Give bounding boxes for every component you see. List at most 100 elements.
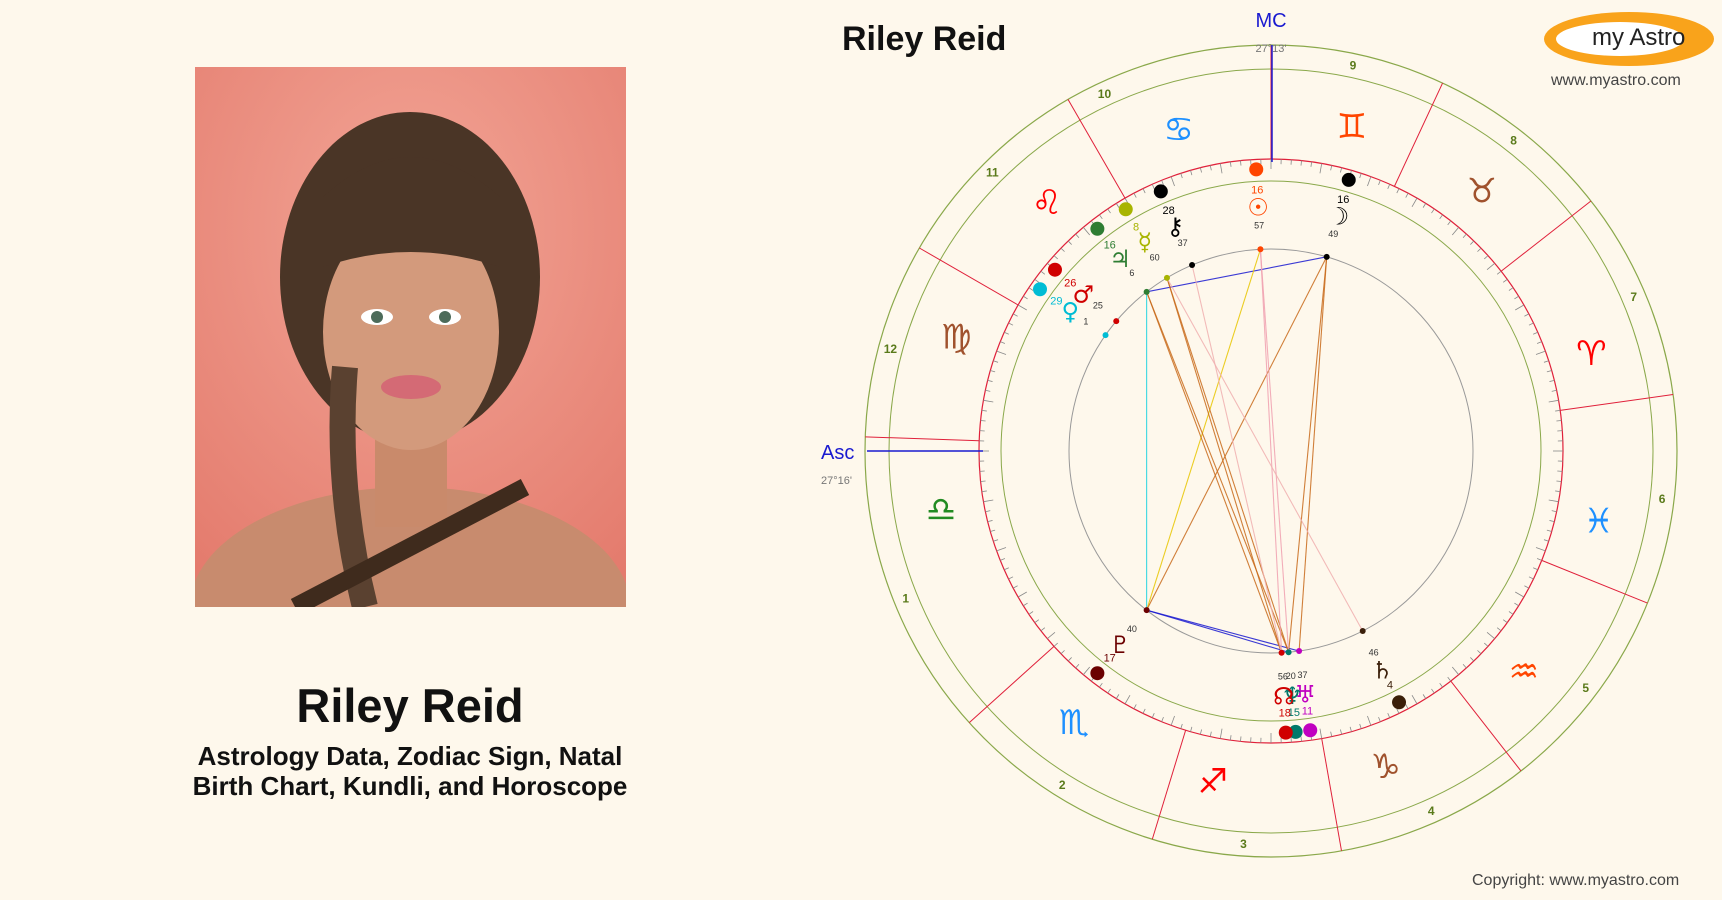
venus-icon: ♀ [1062,297,1080,325]
degree-tick [981,409,987,412]
sun-aspect-point [1257,246,1264,253]
mars-icon: ♂ [1073,281,1095,309]
house-number: 5 [1582,681,1589,695]
pluto-dot [1090,666,1105,681]
degree-tick [983,499,994,503]
house-number: 2 [1059,778,1066,792]
degree-tick [1387,184,1391,189]
degree-tick [1378,716,1381,722]
aspect-line [1146,256,1327,293]
degree-tick [1034,279,1040,283]
logo-inner-oval [1556,22,1684,56]
degree-tick [1142,188,1146,194]
degree-tick [1300,736,1302,742]
sun-dot [1249,162,1264,177]
venus-aspect-point [1102,332,1109,339]
degree-tick [1004,567,1009,571]
neptune-degree: 15 [1288,707,1300,719]
degree-tick [1028,287,1034,291]
jupiter-degree: 16 [1104,240,1116,252]
degree-tick [1028,611,1034,615]
degree-tick [1486,262,1495,271]
house-number: 3 [1240,837,1247,851]
profile-subtitle: Astrology Data, Zodiac Sign, Natal Birth… [90,741,730,801]
degree-tick [985,389,991,392]
degree-tick [1229,161,1232,167]
degree-tick [1034,619,1040,623]
house-number: 12 [884,342,898,356]
uranus-degree: 11 [1302,705,1313,717]
uranus-icon: ♅ [1294,681,1316,709]
degree-tick [1514,602,1519,607]
degree-tick [1378,180,1381,186]
saturn-minutes: 46 [1369,647,1379,657]
degree-tick [1180,723,1183,729]
house-cusp-line [1541,559,1648,604]
aspect-line [1259,249,1290,653]
degree-tick [1142,708,1146,714]
degree-tick [1524,585,1530,589]
degree-tick [1133,704,1137,710]
degree-tick [1075,664,1080,669]
sign-sagittarius-icon: ♐ [1198,762,1228,802]
degree-tick [1190,170,1193,176]
planet-markers: ☽1649☉1657⚷2837☿860♃166♂2625♀291♇1740♄44… [1032,162,1407,740]
degree-tick [1082,666,1091,675]
uranus-dot [1303,723,1318,738]
degree-tick [1107,208,1111,214]
mc-degree: 27°13' [1256,43,1287,55]
mc-label: MC [1255,10,1286,32]
sign-virgo-icon: ♍ [941,317,971,357]
degree-tick [1439,214,1443,220]
degree-tick [1536,341,1542,344]
degree-tick [1349,726,1352,732]
aspect-line [1166,277,1290,653]
degree-tick [996,350,1007,355]
degree-tick [1161,180,1164,186]
house-cusp-line [1067,99,1126,199]
degree-tick [1551,510,1557,513]
degree-tick [1012,313,1018,317]
saturn-icon: ♄ [1371,656,1393,684]
house-number: 8 [1510,134,1517,148]
degree-ring [1000,180,1542,722]
degree-tick [1496,270,1502,275]
node-aspect-point [1278,649,1285,656]
node-degree: 18 [1279,708,1291,720]
saturn-dot [1392,695,1407,710]
degree-tick [1000,558,1006,561]
neptune-minutes: 20 [1286,671,1296,681]
degree-tick [981,490,987,493]
degree-tick [1431,208,1435,214]
myastro-logo[interactable]: my Astro [1544,12,1714,66]
degree-tick [990,529,996,532]
site-url[interactable]: www.myastro.com [1551,72,1681,89]
degree-tick [1310,161,1313,167]
degree-tick [980,420,986,422]
jupiter-aspect-point [1143,288,1150,295]
degree-tick [1548,399,1559,403]
degree-tick [1180,173,1183,179]
aspect-line [1146,291,1283,653]
mercury-dot [1118,202,1133,217]
degree-tick [1477,650,1482,655]
degree-tick [1067,657,1072,662]
pluto-degree: 17 [1104,652,1116,664]
degree-tick [983,399,994,403]
moon-degree: 16 [1337,194,1349,206]
degree-tick [1190,726,1193,732]
degree-tick [1486,631,1495,640]
mars-degree: 26 [1064,278,1076,290]
pluto-minutes: 40 [1127,624,1137,634]
jupiter-minutes: 6 [1129,268,1134,278]
sun-icon: ☉ [1247,193,1269,221]
degree-tick [1502,619,1508,623]
venus-dot [1032,282,1047,297]
degree-tick [1396,708,1400,714]
degree-tick [1053,255,1058,260]
degree-tick [1515,304,1525,311]
degree-tick [987,379,993,382]
degree-tick [987,520,993,523]
degree-tick [1047,631,1056,640]
